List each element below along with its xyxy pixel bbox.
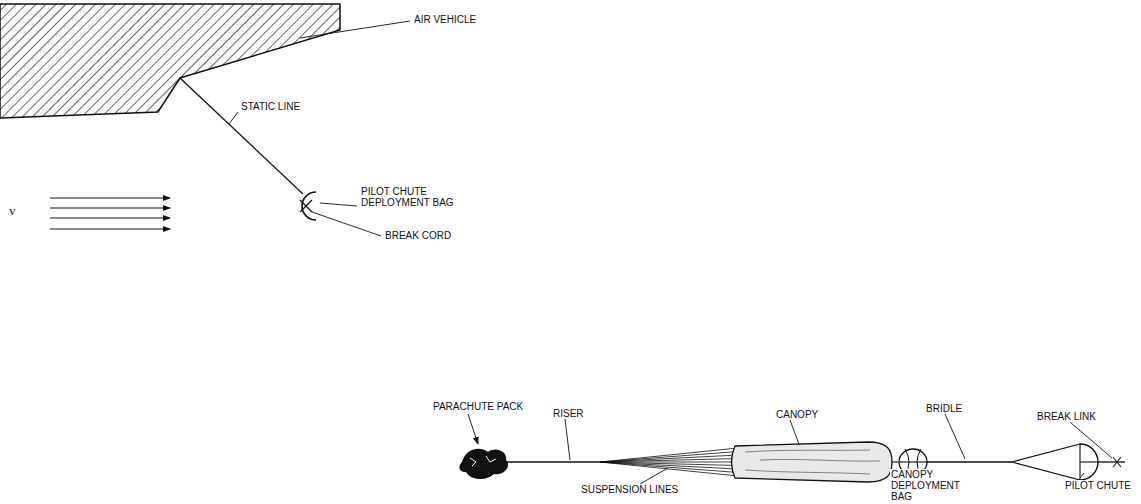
part-label: STATIC LINE [240,101,301,112]
part-label: BREAK LINK [1036,411,1097,422]
air-vehicle [0,4,340,118]
part-label: PILOT CHUTE [1064,480,1132,491]
part-label: BRIDLE [925,403,963,414]
part-label: SUSPENSION LINES [580,484,679,495]
velocity-symbol: v [8,204,17,218]
deployed-parachute [505,442,1125,482]
parachute-pack [459,449,508,479]
part-label: PILOT CHUTE DEPLOYMENT BAG [360,186,472,208]
part-label: RISER [552,408,585,419]
part-label: CANOPY DEPLOYMENT BAG [890,469,961,502]
leader-lines [229,21,1112,484]
part-label: PARACHUTE PACK [432,401,524,412]
part-label: CANOPY [775,409,819,420]
airflow-arrows [50,198,170,229]
part-label: BREAK CORD [384,230,452,241]
static-line-system [180,78,316,220]
part-label: AIR VEHICLE [413,14,477,25]
